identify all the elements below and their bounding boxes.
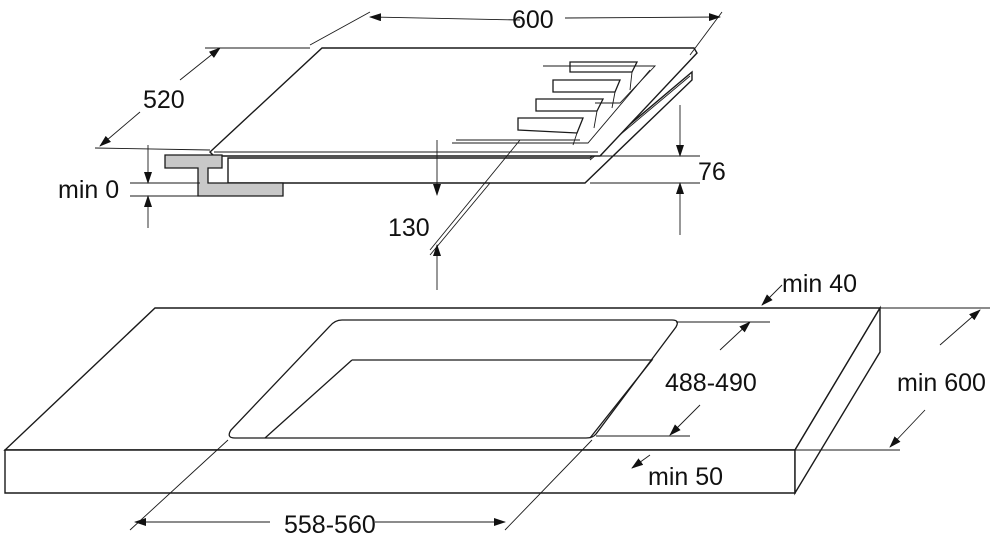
label-cutout-depth: 488-490 [665, 369, 757, 397]
label-height-76: 76 [698, 158, 726, 186]
mounting-bracket [164, 154, 284, 197]
label-min-50: min 50 [648, 463, 723, 491]
burner-controls [452, 61, 657, 146]
cutout-outer [228, 319, 678, 439]
worktop-side-face [794, 305, 881, 496]
label-min-600: min 600 [897, 369, 986, 397]
label-depth-520: 520 [143, 86, 185, 114]
label-min-40: min 40 [782, 270, 857, 298]
label-width-600: 600 [512, 6, 554, 34]
label-cutout-width: 558-560 [284, 511, 376, 539]
hob-drawing [164, 47, 698, 197]
dimension-lines [94, 11, 990, 531]
label-min-0: min 0 [58, 176, 119, 204]
label-clearance-130: 130 [388, 214, 430, 242]
cutout-inner [264, 359, 654, 439]
worktop-drawing [3, 305, 882, 496]
